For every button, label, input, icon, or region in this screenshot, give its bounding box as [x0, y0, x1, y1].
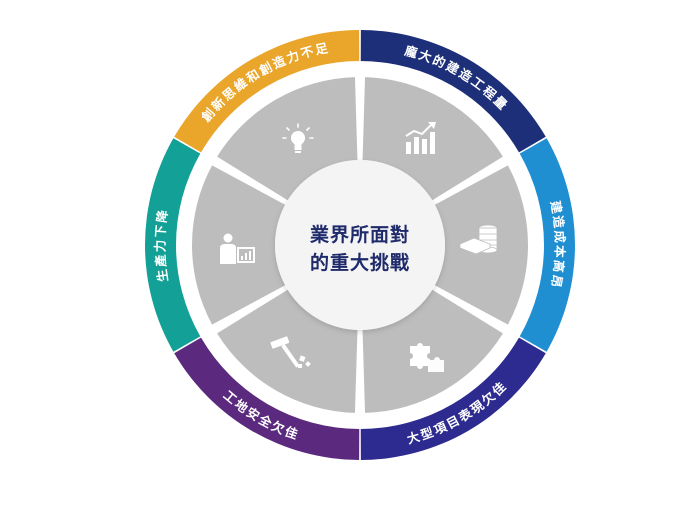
outer-segment-productivity [145, 138, 201, 352]
center-title-line2: 的重大挑戰 [310, 251, 410, 274]
lightbulb-icon [282, 123, 314, 153]
segment-label-productivity: 生產力下降 [153, 207, 171, 283]
outer-ring [145, 30, 575, 460]
hammer-icon [270, 336, 311, 368]
inner-segment-productivity [192, 165, 286, 325]
inner-segment-poor-project-performance [362, 289, 503, 413]
bar-chart-icon [405, 122, 436, 154]
segment-icons [220, 122, 498, 372]
presenter-icon [220, 233, 255, 264]
outer-segment-poor-project-performance [360, 337, 546, 460]
outer-segment-innovation [174, 30, 360, 153]
center-title-line1: 業界所面對 [309, 223, 410, 246]
center-circle [275, 160, 445, 330]
outer-segment-site-safety [174, 337, 360, 460]
coin-stacks-icon [458, 224, 498, 255]
inner-segment-innovation [217, 77, 358, 201]
puzzle-icon [410, 343, 444, 372]
outer-segment-construction-volume [360, 30, 546, 153]
outer-segment-high-cost [519, 138, 575, 352]
